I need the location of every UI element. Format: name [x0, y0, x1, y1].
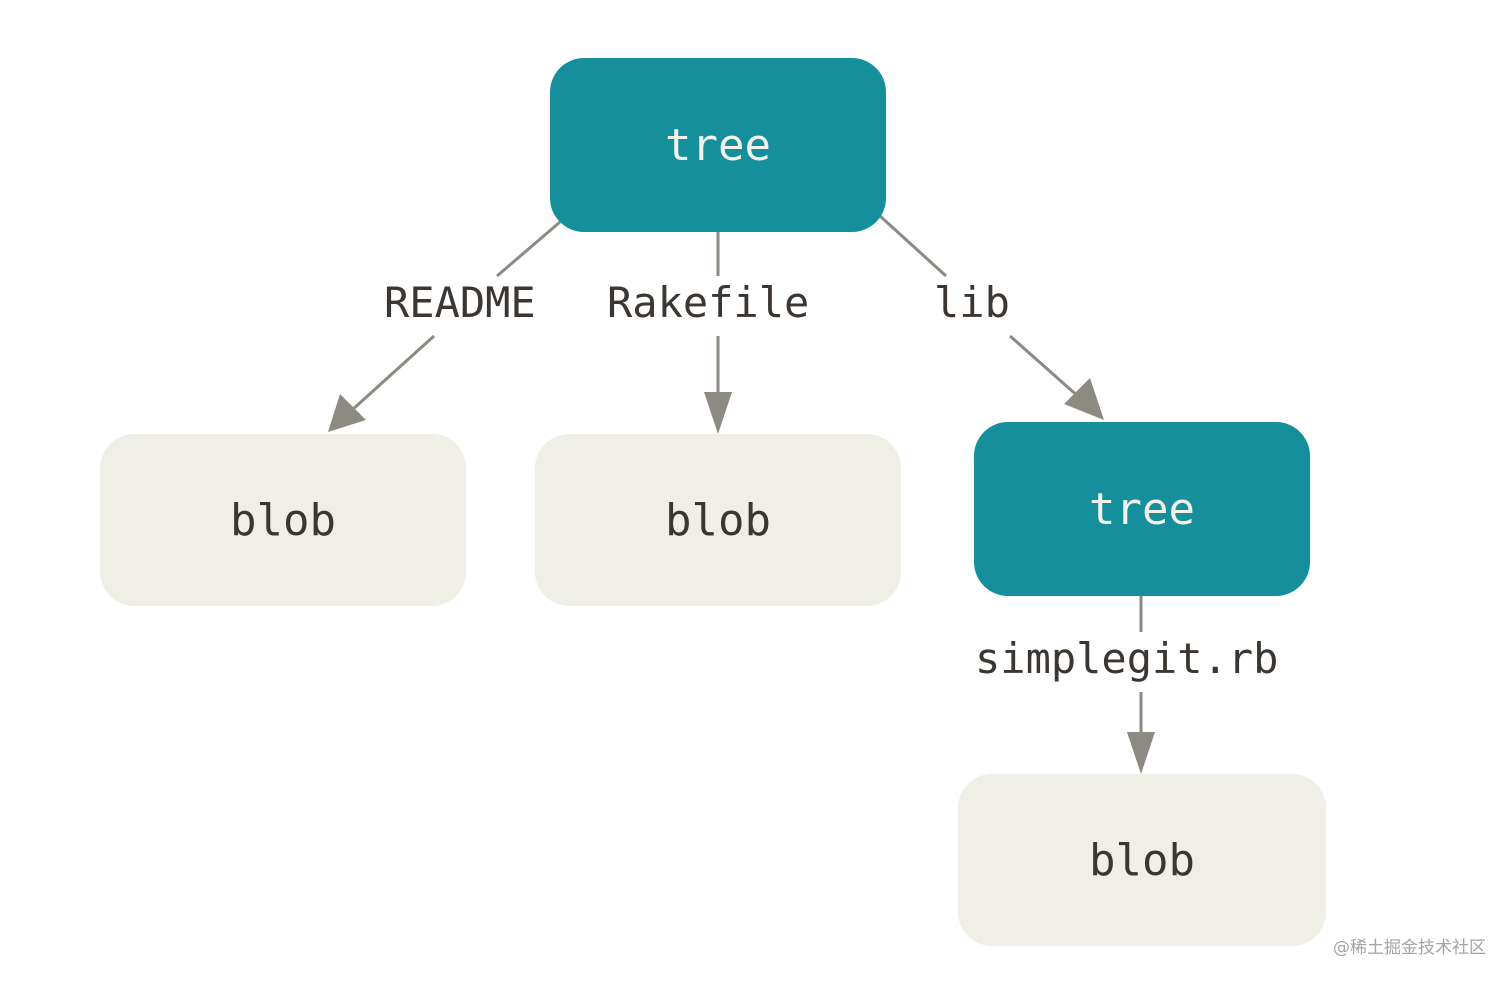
arrow-rakefile — [704, 392, 732, 434]
simplegit-blob-label: blob — [1089, 834, 1195, 886]
edge-readme — [328, 220, 561, 432]
edge-simplegit — [1127, 596, 1155, 774]
edge-label-rakefile: Rakefile — [607, 278, 810, 327]
rakefile-blob-label: blob — [665, 494, 771, 546]
readme-blob-node: blob — [100, 434, 466, 606]
arrow-readme — [328, 394, 366, 432]
rakefile-blob-node: blob — [535, 434, 901, 606]
edge-rakefile — [704, 232, 732, 434]
arrow-lib — [1064, 378, 1104, 420]
root-tree-label: tree — [665, 119, 771, 171]
edge-label-readme: README — [384, 278, 536, 327]
edge-label-lib: lib — [934, 278, 1010, 327]
edge-label-simplegit: simplegit.rb — [975, 634, 1279, 683]
simplegit-blob-node: blob — [958, 774, 1326, 946]
edge-lib — [878, 214, 1104, 420]
root-tree-node: tree — [550, 58, 886, 232]
arrow-simplegit — [1127, 732, 1155, 774]
watermark: @稀土掘金技术社区 — [1333, 938, 1486, 958]
readme-blob-label: blob — [230, 494, 336, 546]
lib-tree-node: tree — [974, 422, 1310, 596]
lib-tree-label: tree — [1089, 483, 1195, 535]
